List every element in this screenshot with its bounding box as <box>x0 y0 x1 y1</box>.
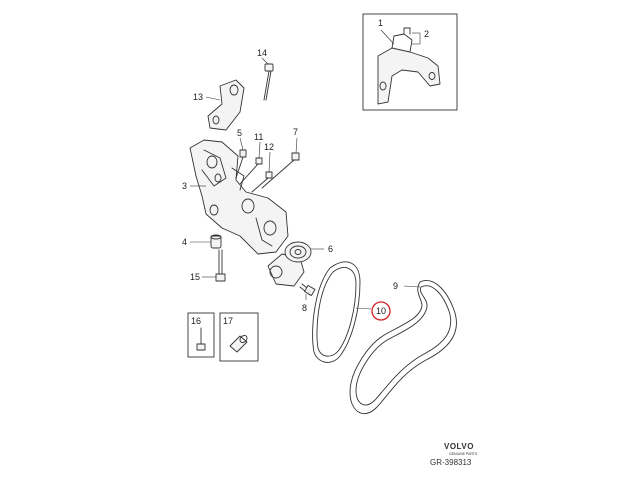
part-16-box: 16 <box>187 312 215 358</box>
callout-2: 2 <box>424 29 429 39</box>
callout-8: 8 <box>302 303 307 313</box>
callout-5: 5 <box>237 128 242 138</box>
callout-10-highlight: 10 <box>371 301 391 321</box>
part-12-bolt: 12 <box>251 142 274 193</box>
callout-11: 11 <box>254 132 263 142</box>
part-17-box: 17 <box>219 312 259 362</box>
callout-15: 15 <box>190 272 200 282</box>
callout-7: 7 <box>293 127 298 137</box>
callout-17: 17 <box>223 316 233 326</box>
part-3-main-bracket: 3 <box>182 139 289 255</box>
part-6-tensioner: 6 <box>267 241 333 287</box>
part-5-bolt: 5 <box>235 128 247 179</box>
logo-brand: VOLVO <box>444 442 474 451</box>
callout-3: 3 <box>182 181 187 191</box>
callout-10: 10 <box>376 306 386 316</box>
part-14-bolt: 14 <box>257 48 274 101</box>
part-7-bolt: 7 <box>261 127 300 189</box>
callout-14: 14 <box>257 48 267 58</box>
callout-6: 6 <box>328 244 333 254</box>
part-9-belt: 9 <box>349 280 457 414</box>
callout-9: 9 <box>393 281 398 291</box>
part-8-bolt: 8 <box>299 283 316 313</box>
part-15-bolt: 15 <box>190 249 226 282</box>
callout-13: 13 <box>193 92 203 102</box>
logo-tagline: GENUINE PARTS <box>449 452 478 456</box>
callout-12: 12 <box>264 142 274 152</box>
callout-4: 4 <box>182 237 187 247</box>
part-10-belt <box>312 261 372 363</box>
callout-1: 1 <box>378 18 383 28</box>
callout-16: 16 <box>191 316 201 326</box>
part-11-bolt: 11 <box>239 132 263 185</box>
diagram-reference: GR-398313 <box>430 458 472 467</box>
part-4-sleeve: 4 <box>182 234 222 249</box>
part-13-bracket: 13 <box>193 79 245 131</box>
volvo-logo: VOLVO GENUINE PARTS <box>444 442 478 456</box>
inset-detail: 1 2 <box>362 13 458 111</box>
